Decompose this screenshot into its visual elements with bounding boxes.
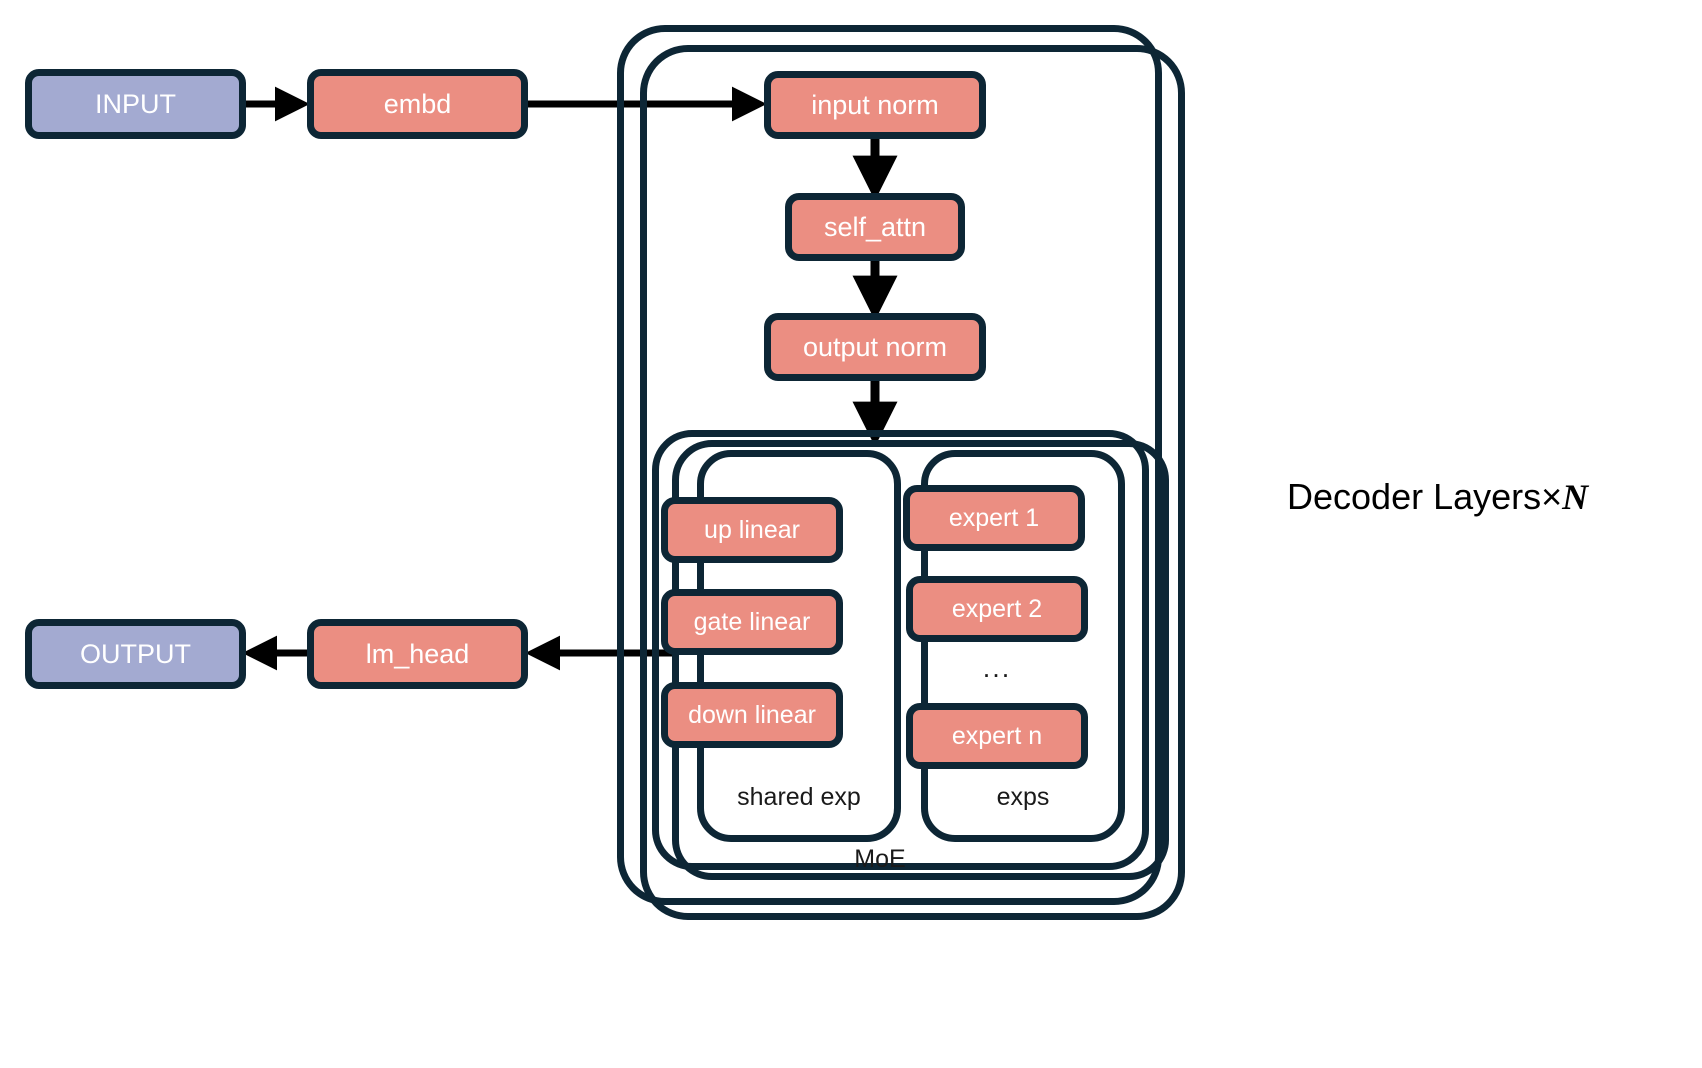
node-expert-2-label: expert 2	[951, 594, 1043, 623]
decoder-layers-annotation-count: N	[1562, 477, 1589, 517]
node-embd-label: embd	[383, 88, 452, 119]
node-output-label: OUTPUT	[80, 638, 191, 669]
node-expert-2[interactable]: expert 2	[906, 576, 1088, 642]
node-gate-linear[interactable]: gate linear	[661, 589, 843, 655]
exps-frame	[921, 450, 1125, 842]
node-output-norm-label: output norm	[802, 331, 948, 362]
node-output-norm[interactable]: output norm	[764, 313, 986, 381]
node-self-attn[interactable]: self_attn	[785, 193, 965, 261]
node-up-linear-label: up linear	[704, 515, 800, 544]
node-down-linear-label: down linear	[688, 700, 816, 729]
node-input-norm-label: input norm	[811, 89, 939, 120]
node-expert-n-label: expert n	[951, 721, 1043, 750]
moe-frame-stack-2	[672, 440, 1169, 880]
decoder-layers-frame-stack-2	[640, 45, 1185, 920]
node-expert-n[interactable]: expert n	[906, 703, 1088, 769]
node-input-norm[interactable]: input norm	[764, 71, 986, 139]
node-lm-head[interactable]: lm_head	[307, 619, 528, 689]
node-input-label: INPUT	[95, 88, 176, 119]
node-expert-1-label: expert 1	[948, 503, 1040, 532]
node-expert-1[interactable]: expert 1	[903, 485, 1085, 551]
moe-frame-label: MoE	[854, 845, 906, 873]
node-down-linear[interactable]: down linear	[661, 682, 843, 748]
moe-frame	[652, 430, 1149, 870]
node-self-attn-label: self_attn	[823, 211, 927, 242]
node-lm-head-label: lm_head	[365, 638, 470, 669]
node-output[interactable]: OUTPUT	[25, 619, 246, 689]
node-gate-linear-label: gate linear	[693, 607, 811, 636]
exps-frame-label: exps	[996, 783, 1050, 811]
experts-ellipsis: ...	[982, 653, 1012, 683]
decoder-layers-annotation: Decoder Layers×N	[1287, 476, 1588, 518]
decoder-layers-annotation-text: Decoder Layers×	[1287, 476, 1563, 517]
node-embd[interactable]: embd	[307, 69, 528, 139]
node-input[interactable]: INPUT	[25, 69, 246, 139]
shared-exp-frame-label: shared exp	[737, 783, 861, 811]
node-up-linear[interactable]: up linear	[661, 497, 843, 563]
